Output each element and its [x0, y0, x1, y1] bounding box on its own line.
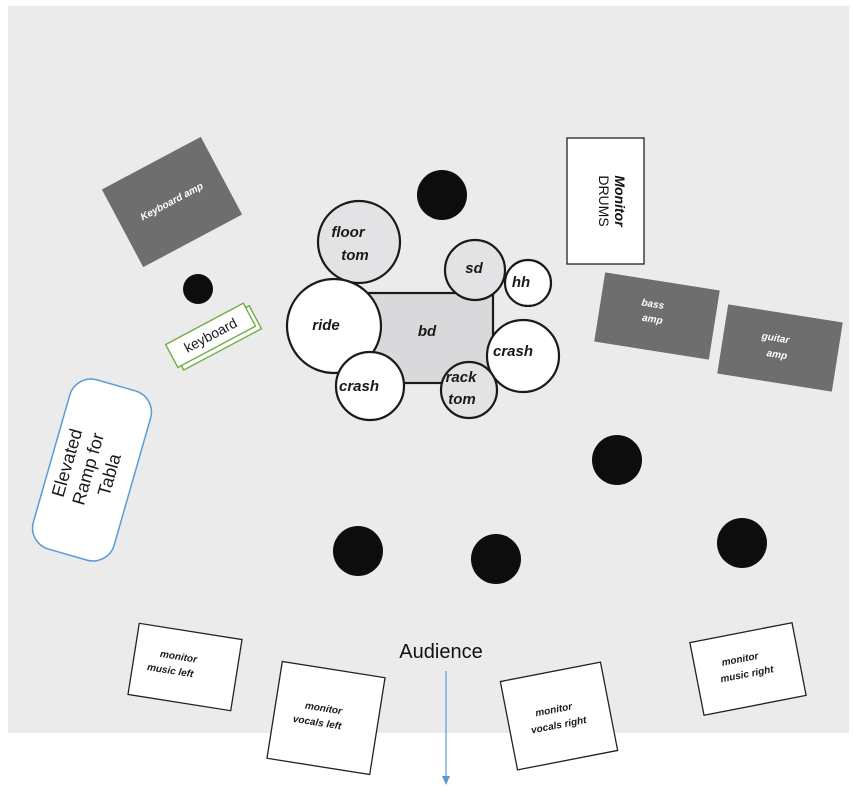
audience-label: Audience [399, 641, 482, 663]
crash-right-label: crash [493, 343, 533, 360]
rack-tom-label-1: rack [446, 369, 478, 386]
bass-amp: bass amp [594, 272, 720, 360]
ride-label: ride [312, 317, 340, 334]
keyboard-instrument: keyboard [164, 302, 263, 371]
bass-amp-label-2: amp [641, 313, 663, 327]
bass-amp-label-1: bass [641, 297, 666, 311]
rack-tom [439, 360, 499, 420]
snare-drum [443, 238, 507, 302]
crash-left-label: crash [339, 378, 379, 395]
monitor-vocals-right: monitor vocals right [499, 661, 619, 771]
keyboard-amp: Keyboard amp [101, 136, 243, 268]
guitar-amp-label-1: guitar [760, 331, 791, 347]
monitor-music-left: monitor music left [127, 622, 243, 712]
floor-tom-label-2: tom [341, 247, 369, 264]
monitor-drums: Monitor DRUMS [566, 137, 645, 265]
performer-position-center-left [333, 526, 383, 576]
performer-position-right [717, 518, 767, 568]
monitor-drums-label-1: Monitor [612, 175, 628, 228]
snare-drum-label: sd [465, 260, 483, 277]
monitor-vocals-left: monitor vocals left [266, 660, 386, 776]
drum-kit: floor tom sd hh ride bd crash crash rack… [285, 199, 561, 422]
hi-hat-label: hh [512, 274, 530, 291]
drummer-position [417, 170, 467, 220]
performer-position-center-right [471, 534, 521, 584]
monitor-drums-label-2: DRUMS [596, 175, 612, 226]
performer-position-bass [592, 435, 642, 485]
guitar-amp-label-2: amp [766, 348, 788, 362]
crash-cymbal-left [334, 350, 406, 422]
audience-arrow-icon [442, 671, 450, 785]
floor-tom [316, 199, 402, 285]
keyboard-player-position [183, 274, 213, 304]
bass-drum-label: bd [418, 323, 437, 340]
monitor-music-right: monitor music right [689, 621, 807, 717]
floor-tom-label-1: floor [331, 224, 365, 241]
crash-cymbal-right [485, 318, 561, 394]
rack-tom-label-2: tom [448, 391, 476, 408]
elevated-ramp-tabla: Elevated Ramp for Tabla [31, 378, 153, 562]
hi-hat [503, 258, 553, 308]
guitar-amp: guitar amp [717, 304, 843, 392]
ride-cymbal [285, 277, 383, 375]
